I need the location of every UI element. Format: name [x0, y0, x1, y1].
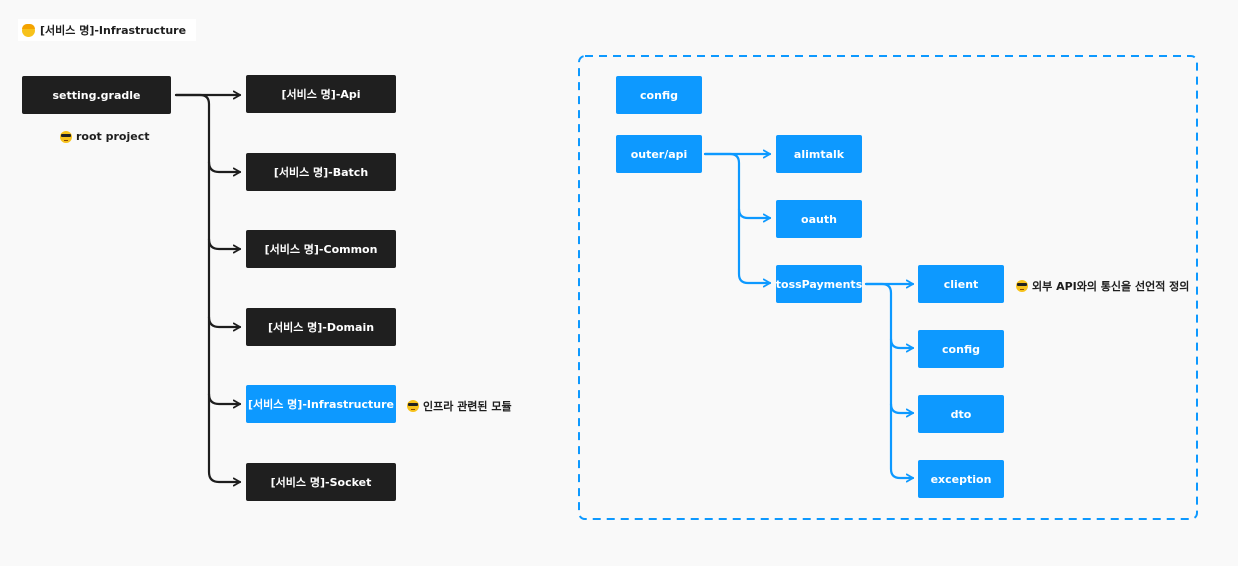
connector-root-common: [207, 160, 242, 254]
client-note: 외부 API와의 통신을 선언적 정의: [1016, 278, 1189, 294]
connector-toss-dto: [889, 337, 915, 418]
construction-worker-icon: [22, 23, 35, 37]
node-outer-api: outer/api: [616, 135, 702, 173]
node-toss-config: config: [918, 330, 1004, 368]
infrastructure-dashed-frame: [578, 55, 1198, 520]
node-setting-gradle: setting.gradle: [22, 76, 171, 114]
connector-root-domain: [207, 237, 242, 332]
diagram-title: [서비스 명]-Infrastructure: [18, 19, 197, 41]
node-client: client: [918, 265, 1004, 303]
node-module-socket: [서비스 명]-Socket: [246, 463, 396, 501]
node-module-common: [서비스 명]-Common: [246, 230, 396, 268]
node-oauth: oauth: [776, 200, 862, 238]
connector-root-infrastructure: [207, 315, 242, 409]
node-module-domain: [서비스 명]-Domain: [246, 308, 396, 346]
sunglasses-face-icon: [60, 130, 72, 143]
node-module-infrastructure: [서비스 명]-Infrastructure: [246, 385, 396, 423]
root-project-note: root project: [60, 130, 150, 143]
node-alimtalk: alimtalk: [776, 135, 862, 173]
sunglasses-face-icon: [407, 400, 419, 412]
connector-toss-config: [864, 282, 915, 353]
connector-root-socket: [207, 392, 242, 487]
infrastructure-note-text: 인프라 관련된 모듈: [423, 400, 512, 413]
connector-outer-toss: [737, 207, 772, 288]
diagram-title-text: [서비스 명]-Infrastructure: [40, 24, 187, 37]
node-module-batch: [서비스 명]-Batch: [246, 153, 396, 191]
infrastructure-note: 인프라 관련된 모듈: [407, 398, 512, 414]
node-module-api: [서비스 명]-Api: [246, 75, 396, 113]
node-dto: dto: [918, 395, 1004, 433]
connector-outer-oauth: [703, 152, 772, 223]
node-toss-payments: tossPayments: [776, 265, 862, 303]
connector-toss-exception: [889, 402, 915, 483]
sunglasses-face-icon: [1016, 280, 1028, 292]
client-note-text: 외부 API와의 통신을 선언적 정의: [1032, 280, 1190, 293]
node-config: config: [616, 76, 702, 114]
connector-root-batch: [174, 93, 242, 177]
root-project-note-text: root project: [76, 130, 150, 143]
node-exception: exception: [918, 460, 1004, 498]
